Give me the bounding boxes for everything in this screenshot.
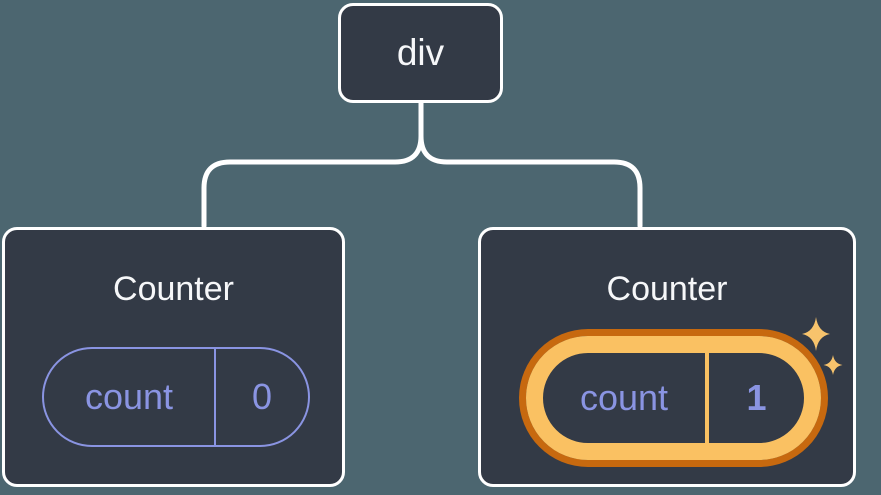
tree-node-counter-1: Counter count 0 (2, 227, 345, 487)
state-pill: count 0 (42, 347, 310, 447)
state-value: 0 (251, 376, 273, 417)
state-pill-highlighted: count 1 (526, 336, 821, 460)
connector-right-branch (418, 133, 643, 229)
state-value: 1 (746, 377, 767, 418)
tree-node-counter-2: Counter count 1 (478, 227, 856, 487)
node-label: div (396, 32, 445, 73)
node-label: Counter (606, 270, 728, 308)
connector-left-branch (201, 133, 424, 229)
state-key: count (44, 349, 216, 445)
node-label: Counter (113, 270, 234, 308)
tree-node-div: div (338, 3, 503, 103)
state-key: count (543, 353, 709, 443)
